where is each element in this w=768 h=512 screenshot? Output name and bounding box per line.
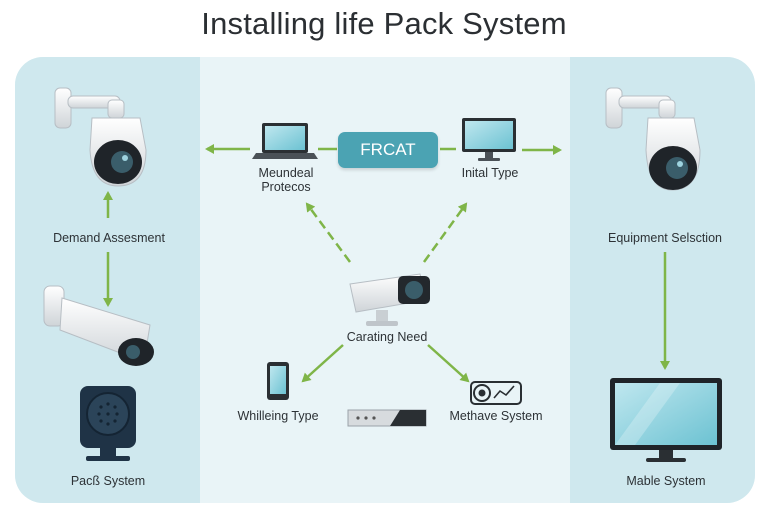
bullet-camera-icon — [43, 285, 154, 366]
desktop-monitor-icon — [462, 118, 516, 161]
page-title: Installing life Pack System — [201, 6, 567, 41]
label-carating-need: Carating Need — [346, 330, 428, 344]
label-meundeal: Meundeal — [258, 166, 314, 180]
label-demand-assessment: Demand Assesment — [53, 231, 165, 245]
monitor-icon — [610, 378, 722, 462]
camera-icon — [349, 273, 430, 326]
arrow-center-down-left — [301, 344, 344, 383]
laptop-icon — [252, 123, 318, 159]
security-camera-icon — [605, 87, 701, 191]
frcat-badge: FRCAT — [338, 132, 438, 168]
label-equipment-selection: Equipment Selsction — [608, 231, 722, 245]
arrow-center-down-right — [427, 344, 470, 383]
camera-outline-icon — [470, 381, 522, 405]
label-methave-system: Methave System — [449, 409, 543, 423]
arrow-center-up-left — [305, 202, 352, 263]
label-protecos: Protecos — [261, 180, 311, 194]
label-initial-type: Inital Type — [461, 166, 519, 180]
network-switch-icon — [347, 409, 427, 427]
label-whilleing-type: Whilleing Type — [237, 409, 319, 423]
security-camera-icon — [54, 87, 147, 187]
label-pack-system: Pacß System — [70, 474, 146, 488]
label-mable-system: Mable System — [626, 474, 706, 488]
speaker-icon — [80, 386, 136, 461]
arrow-center-up-right — [422, 202, 468, 263]
smartphone-icon — [267, 362, 289, 400]
